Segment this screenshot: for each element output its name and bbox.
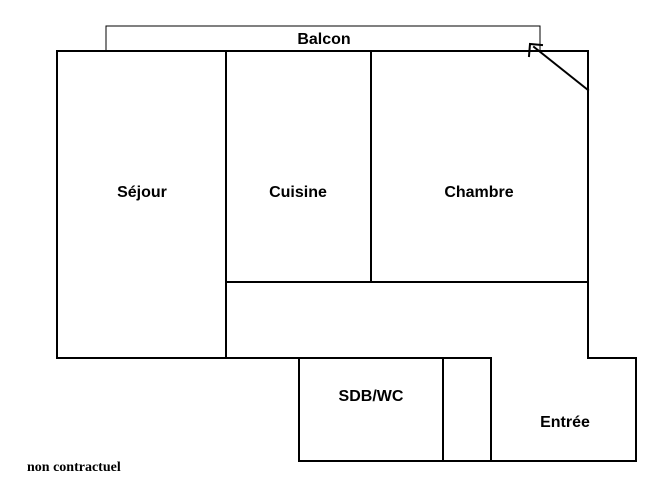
room-label-cuisine: Cuisine bbox=[269, 184, 327, 201]
room-label-chambre: Chambre bbox=[444, 184, 513, 201]
interior-walls bbox=[225, 50, 589, 462]
balcony-door bbox=[527, 42, 590, 92]
room-label-entree: Entrée bbox=[540, 414, 590, 431]
door-arrow-icon bbox=[527, 42, 544, 58]
balcony-outline bbox=[105, 25, 541, 51]
room-label-sdb-wc: SDB/WC bbox=[339, 388, 404, 405]
exterior-walls bbox=[56, 50, 637, 462]
room-label-sejour: Séjour bbox=[117, 184, 167, 201]
balcony bbox=[105, 25, 541, 51]
disclaimer-note: non contractuel bbox=[27, 460, 121, 475]
room-label-balcon: Balcon bbox=[297, 31, 350, 48]
